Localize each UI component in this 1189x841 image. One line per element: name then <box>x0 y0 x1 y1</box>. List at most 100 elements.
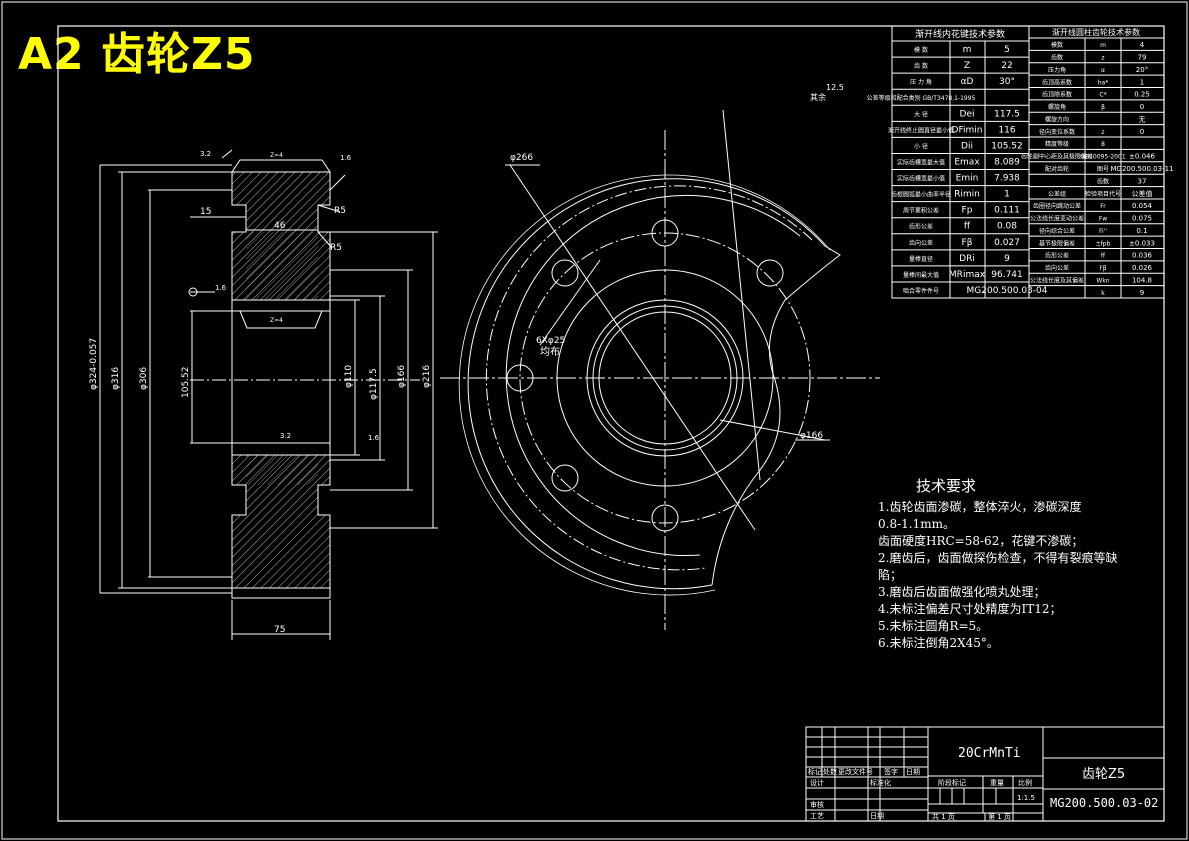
param-name: 齿轮副中心距及其极限偏差 <box>1021 153 1093 161</box>
param-name: 齿向公差 <box>909 239 933 247</box>
param-symbol: z <box>1101 129 1104 136</box>
param-value: 37 <box>1138 177 1147 185</box>
requirement-line: 4.未标注偏差尺寸处精度为IT12； <box>878 602 1062 616</box>
tb-design: 设计 <box>810 778 824 787</box>
param-name: 齿顶高系数 <box>1042 78 1072 86</box>
dim-d266: φ266 <box>510 153 533 163</box>
mid-band-label: Z=4 <box>270 317 283 324</box>
hole-2 <box>756 259 784 287</box>
param-symbol: MRimax <box>949 270 986 280</box>
param-symbol: GB10095-2001 <box>1080 154 1125 161</box>
params-left-header: 渐开线内花键技术参数 <box>915 28 1005 40</box>
dim-d216: φ216 <box>422 365 432 388</box>
bottom-tooth-band <box>231 587 331 599</box>
param-name: 量棒直径 <box>909 255 933 263</box>
param-value: 0.075 <box>1132 215 1152 223</box>
tb-total: 共 1 页 <box>932 812 955 821</box>
param-value: 96.741 <box>991 270 1023 280</box>
param-value: 9 <box>1140 289 1144 297</box>
param-value: 1 <box>1140 78 1144 86</box>
dim-d306: φ306 <box>139 367 149 390</box>
param-symbol: Emax <box>954 157 980 167</box>
hole-3 <box>551 259 579 287</box>
param-name: 公差组 <box>1048 190 1066 198</box>
requirement-line: 齿面硬度HRC=58-62，花键不渗碳； <box>878 534 1084 548</box>
param-value: 0.111 <box>994 206 1020 216</box>
param-symbol: Z <box>964 61 970 71</box>
param-value: 0.054 <box>1132 202 1153 210</box>
param-value: MG200.500.03-11 <box>1111 165 1174 173</box>
param-name: 齿形公差 <box>909 223 933 231</box>
section-dimensions: φ324-0.057 φ316 φ306 105.52 φ110 φ117.5 … <box>89 83 844 635</box>
ra-bot: 1.6 <box>368 434 380 442</box>
param-symbol: 8 <box>1101 141 1105 148</box>
ra-right: 1.6 <box>340 154 352 162</box>
param-name: 小 径 <box>914 142 928 150</box>
param-value: 0.08 <box>997 222 1017 232</box>
param-value: 117.5 <box>994 109 1020 119</box>
param-value: 0 <box>1140 103 1144 111</box>
title-block-text: 标记 处数 更改文件号 签字 日期 设计 标准化 审核 工艺 日期 阶段标记 重… <box>808 746 1158 821</box>
tb-date2: 日期 <box>870 812 884 820</box>
param-symbol: Fi'' <box>1099 228 1107 235</box>
dim-holes: 6Xφ25 <box>536 336 565 346</box>
requirement-line: 3.磨齿后齿面做强化喷丸处理； <box>878 585 1046 599</box>
param-name: 大 径 <box>914 110 928 118</box>
param-value: 无 <box>1139 115 1146 123</box>
param-symbol: Dii <box>961 141 973 151</box>
dim-d324: φ324-0.057 <box>89 338 99 390</box>
tb-standard: 标准化 <box>870 778 891 787</box>
ra-mid: 3.2 <box>280 432 291 440</box>
param-symbol: Dei <box>960 109 975 119</box>
dim-75: 75 <box>274 625 285 635</box>
param-symbol: k <box>1101 290 1105 297</box>
param-name: 公法线长度变动公差 <box>1030 215 1084 223</box>
param-symbol: β <box>1101 104 1105 111</box>
param-symbol: m <box>963 45 972 55</box>
param-value: 116 <box>998 125 1015 135</box>
tb-weight: 重量 <box>990 779 1004 787</box>
front-view <box>440 109 880 630</box>
outer-arc-2 <box>458 174 831 596</box>
tb-material: 20CrMnTi <box>958 746 1021 761</box>
param-symbol: α <box>1101 67 1105 74</box>
tb-scale: 1:1.5 <box>1017 794 1035 802</box>
dim-d105: 105.52 <box>181 367 191 399</box>
requirement-line: 5.未标注圆角R=5。 <box>878 619 989 633</box>
param-name: 齿形公差 <box>1045 252 1069 260</box>
dim-d110: φ110 <box>344 365 354 388</box>
requirements-heading: 技术要求 <box>916 477 977 495</box>
param-value: 公差值 <box>1132 189 1153 198</box>
param-symbol: m <box>1100 42 1106 49</box>
param-symbol: ff <box>1101 253 1106 260</box>
requirement-line: 2.磨齿后，齿面做探伤检查，不得有裂痕等缺 <box>878 551 1118 565</box>
param-value: ±0.046 <box>1129 153 1155 161</box>
param-name: 径向综合公差 <box>1039 227 1075 235</box>
param-symbol: Fp <box>962 206 973 216</box>
param-value: 20° <box>1136 66 1148 74</box>
dim-d316: φ316 <box>111 367 121 390</box>
tb-part-name: 齿轮Z5 <box>1082 767 1125 782</box>
param-symbol: Emin <box>956 174 979 184</box>
param-name: 齿向公差 <box>1045 264 1069 272</box>
param-name: 精度等级 <box>1045 140 1069 148</box>
param-value: 0.25 <box>1134 91 1150 99</box>
tb-review: 审核 <box>810 800 824 809</box>
param-name: 压力角 <box>1048 66 1066 74</box>
param-value: 0 <box>1140 128 1144 136</box>
dim-15: 15 <box>200 207 211 217</box>
param-value: 0.036 <box>1132 252 1153 260</box>
param-name: 量棒间最大值 <box>903 271 939 279</box>
requirement-line: 1.齿轮齿面渗碳，整体淬火，渗碳深度 <box>878 500 1082 514</box>
param-value: 1 <box>1004 190 1010 200</box>
param-value: 30° <box>999 77 1015 87</box>
title-block <box>805 726 1165 822</box>
param-symbol: z <box>1101 55 1104 62</box>
param-name: 螺旋角 <box>1048 103 1066 111</box>
param-name: 周节累积公差 <box>903 207 939 215</box>
tb-ratio: 比例 <box>1018 778 1032 787</box>
ra-left: 1.6 <box>215 284 227 292</box>
param-symbol: ±fpb <box>1096 240 1111 247</box>
